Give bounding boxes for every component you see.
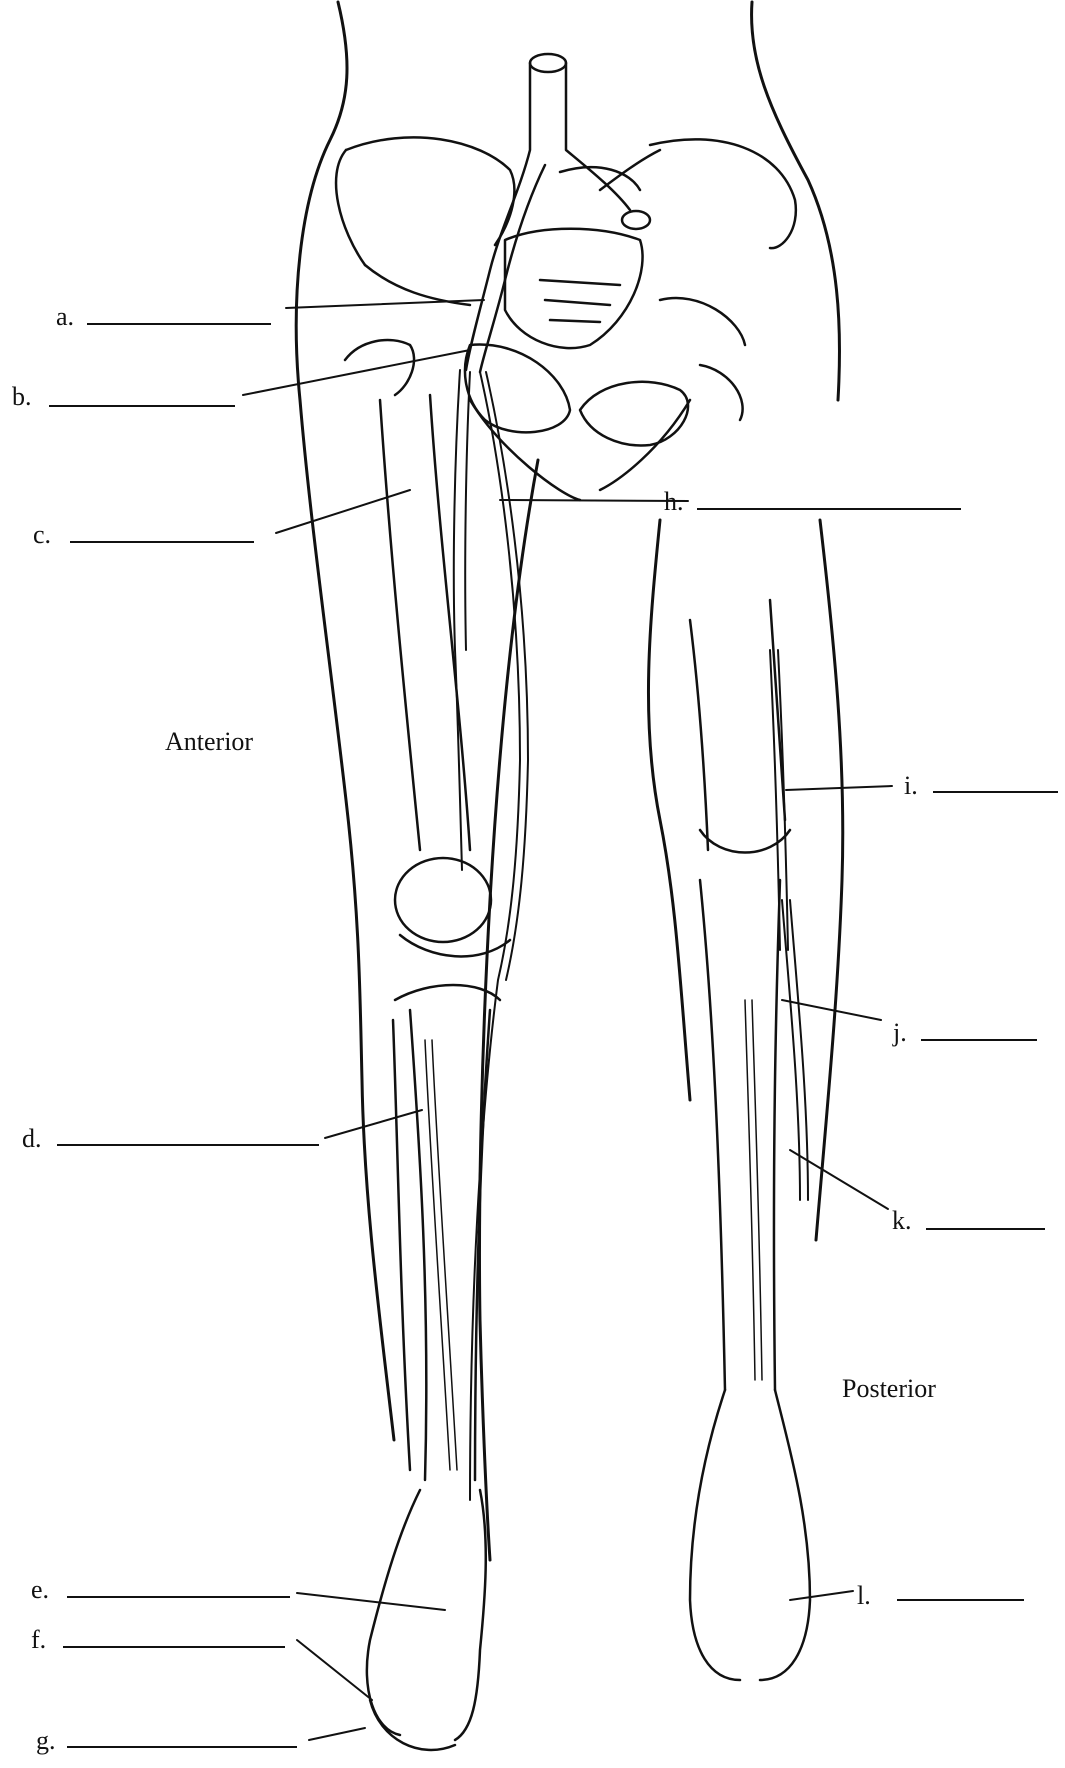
label-d: d. — [22, 1126, 42, 1152]
vena-cava-iliac — [466, 54, 650, 372]
label-k: k. — [892, 1208, 912, 1234]
label-a: a. — [56, 304, 74, 330]
leader-line-l — [790, 1591, 853, 1600]
label-c: c. — [33, 522, 51, 548]
femoral-vein — [454, 370, 470, 870]
great-saphenous-vein — [470, 372, 528, 1500]
answer-blank-j[interactable] — [921, 1039, 1037, 1041]
label-f: f. — [31, 1627, 46, 1653]
view-label-posterior: Posterior — [842, 1376, 936, 1402]
anterior-tibial-veins — [425, 1040, 457, 1470]
answer-blank-i[interactable] — [933, 791, 1058, 793]
answer-blank-l[interactable] — [897, 1599, 1024, 1601]
label-e: e. — [31, 1577, 49, 1603]
leader-line-j — [782, 1000, 881, 1020]
answer-blank-c[interactable] — [70, 541, 254, 543]
leader-line-b — [243, 350, 470, 395]
leader-line-k — [790, 1150, 888, 1209]
answer-blank-e[interactable] — [67, 1596, 290, 1598]
small-saphenous-vein — [782, 900, 808, 1200]
leader-line-a — [286, 300, 484, 308]
label-h: h. — [664, 489, 684, 515]
leader-line-f — [297, 1640, 372, 1700]
leader-line-i — [786, 786, 892, 790]
label-i: i. — [904, 773, 918, 799]
popliteal-vein — [770, 650, 788, 950]
label-b: b. — [12, 384, 32, 410]
answer-blank-a[interactable] — [87, 323, 271, 325]
answer-blank-f[interactable] — [63, 1646, 285, 1648]
answer-blank-g[interactable] — [67, 1746, 297, 1748]
pelvis — [336, 137, 796, 500]
label-j: j. — [893, 1020, 907, 1046]
leader-line-e — [297, 1593, 445, 1610]
leader-line-d — [325, 1110, 422, 1138]
leader-line-g — [309, 1728, 365, 1740]
leader-line-h — [500, 500, 688, 501]
answer-blank-b[interactable] — [49, 405, 235, 407]
posterior-femur — [690, 600, 790, 853]
anterior-femur — [345, 340, 510, 956]
leader-lines — [243, 300, 892, 1740]
anterior-foot — [367, 1490, 486, 1750]
posterior-foot — [690, 1390, 810, 1680]
posterior-tibia-fibula — [700, 880, 780, 1390]
answer-blank-k[interactable] — [926, 1228, 1045, 1230]
label-g: g. — [36, 1728, 56, 1754]
answer-blank-h[interactable] — [697, 508, 961, 510]
posterior-tibial-veins — [745, 1000, 762, 1380]
answer-blank-d[interactable] — [57, 1144, 319, 1146]
view-label-anterior: Anterior — [165, 729, 253, 755]
label-l: l. — [857, 1583, 871, 1609]
